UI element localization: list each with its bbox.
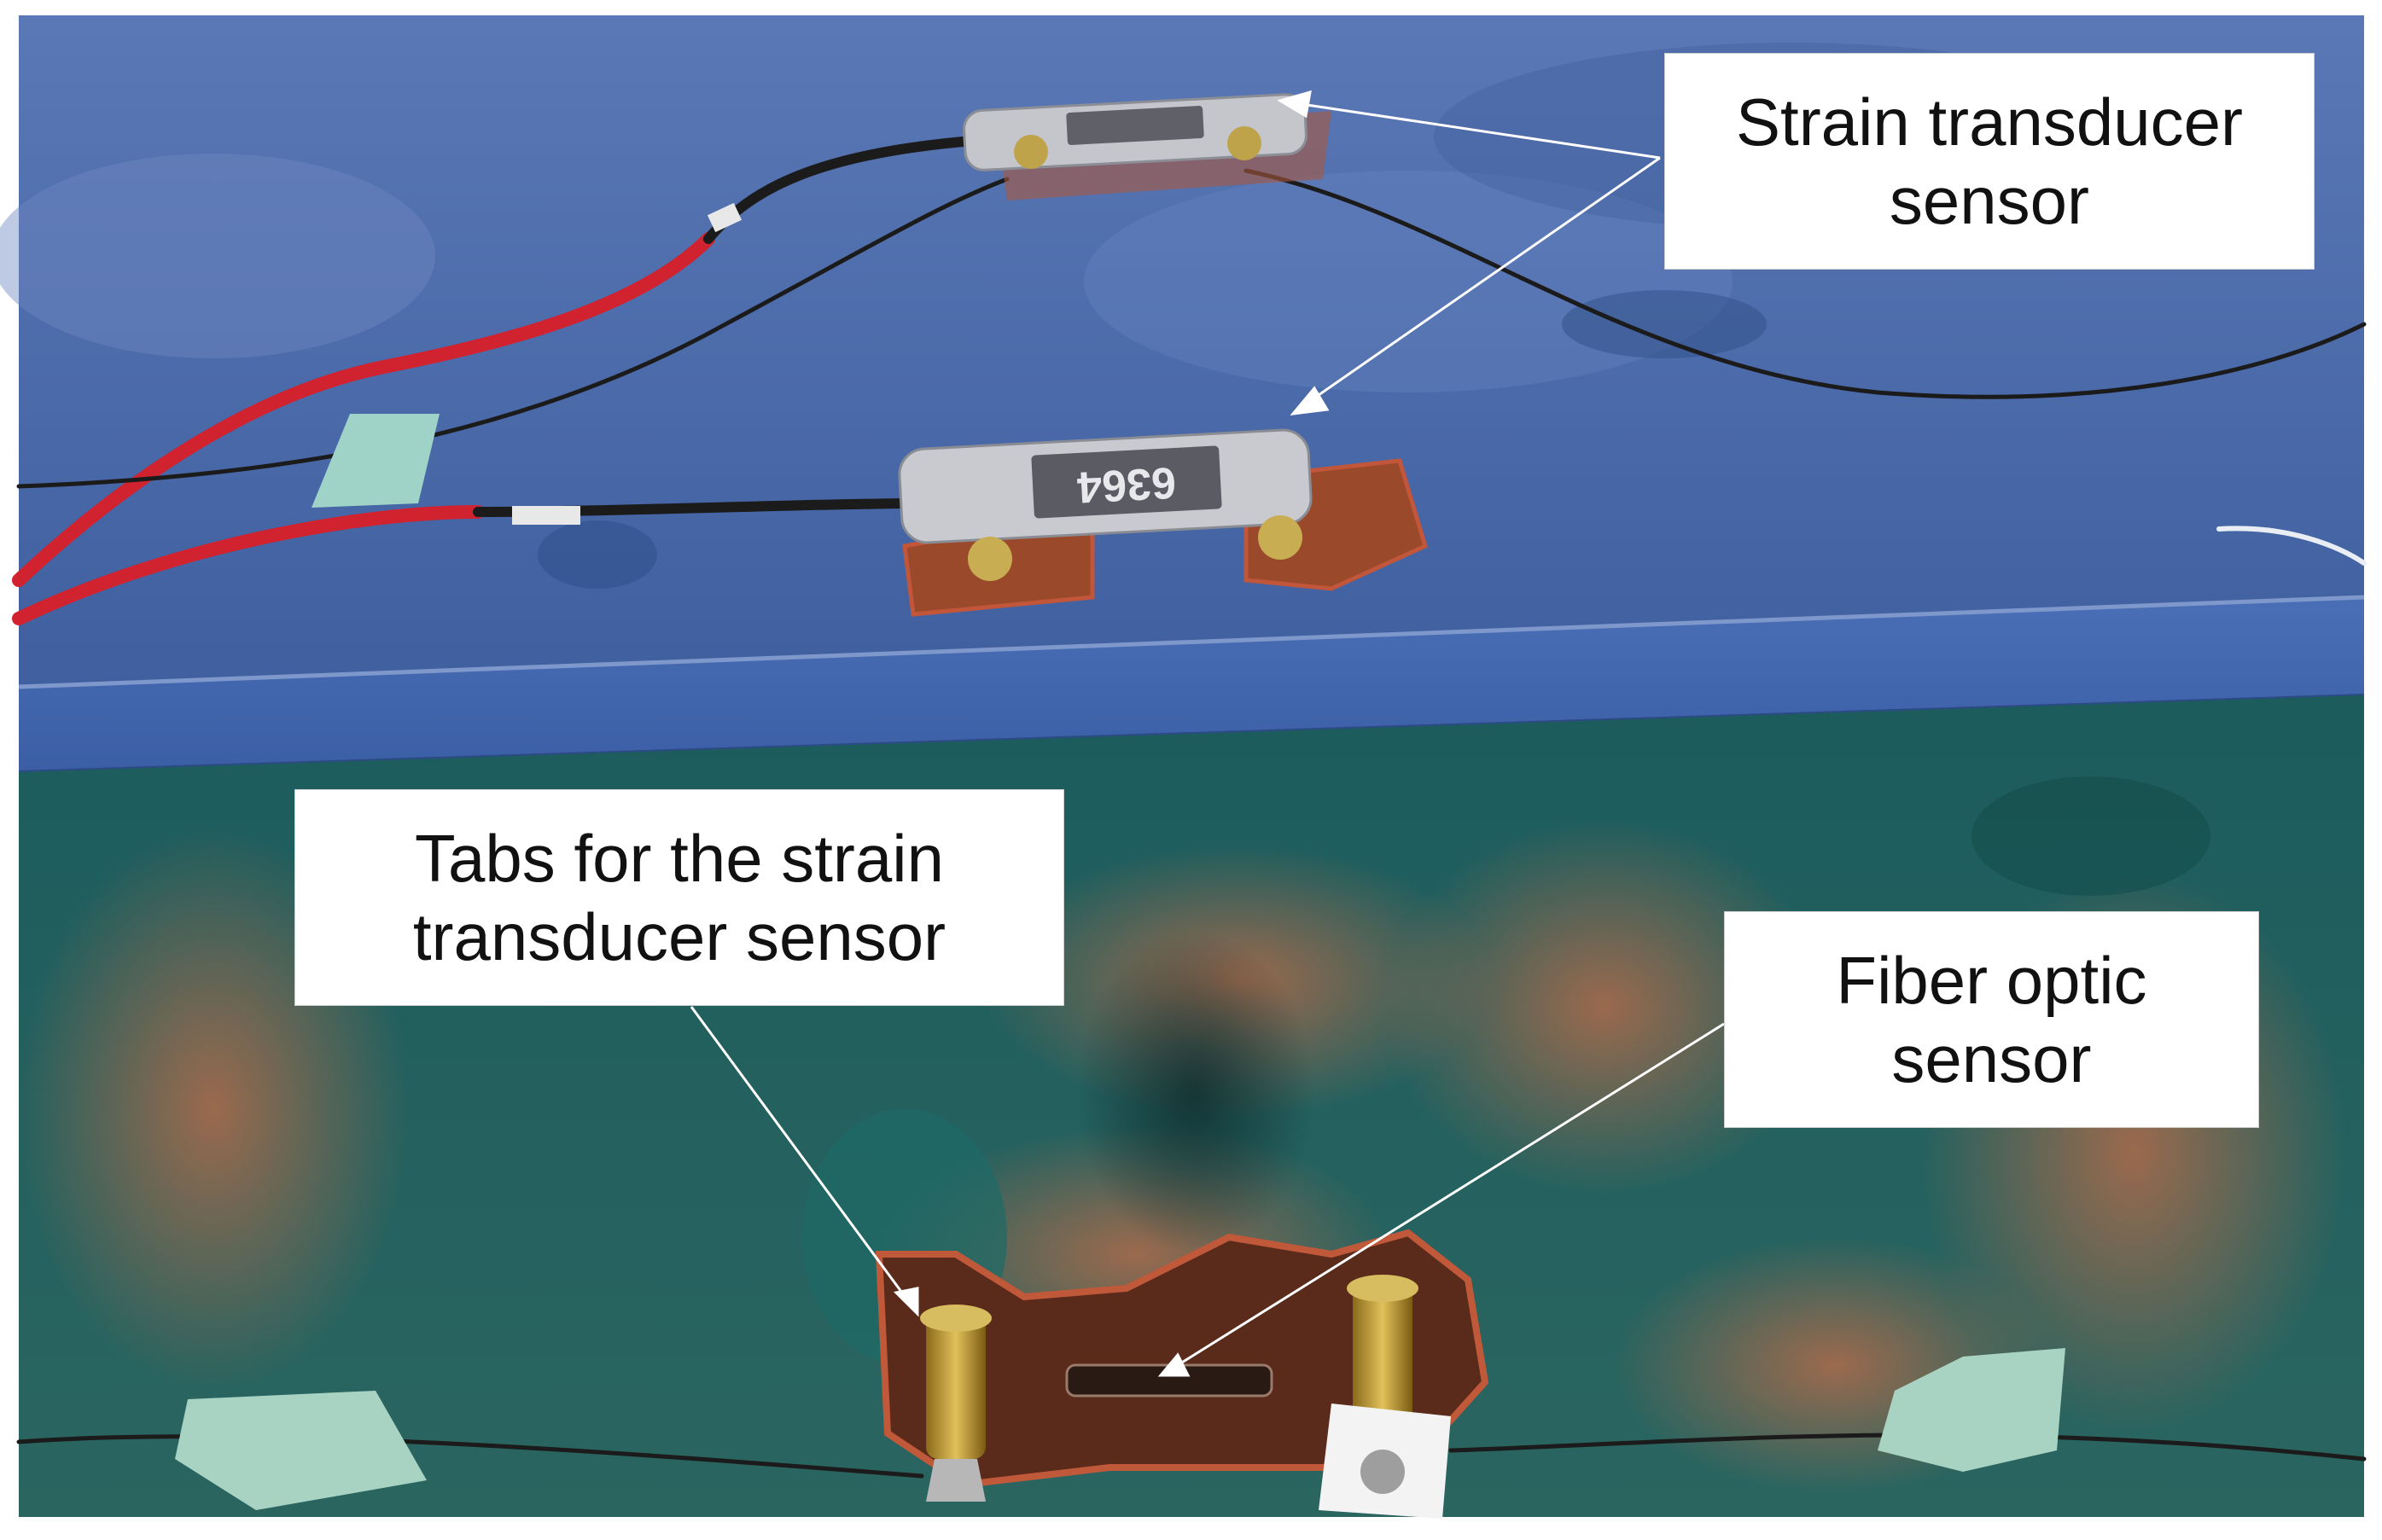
sensor-cables	[12, 136, 2367, 1479]
callout-arrows	[690, 90, 1725, 1377]
callout-tabs-for-strain-transducer: Tabs for the strain transducer sensor	[294, 789, 1064, 1006]
upper-strain-transducer	[963, 93, 1331, 200]
callout-fiber-optic-sensor: Fiber optic sensor	[1724, 911, 2259, 1128]
adhesive-tapes	[175, 414, 2065, 1510]
callout-strain-transducer-label: Strain transducer sensor	[1736, 84, 2243, 238]
callout-strain-transducer-sensor: Strain transducer sensor	[1664, 53, 2315, 270]
strain-tab-bolts	[920, 1275, 1451, 1519]
lower-strain-transducer: 6364	[898, 428, 1429, 617]
callout-fiber-optic-label: Fiber optic sensor	[1836, 942, 2147, 1096]
callout-tabs-label: Tabs for the strain transducer sensor	[412, 820, 946, 974]
sensor-id-label: 6364	[1076, 457, 1178, 512]
